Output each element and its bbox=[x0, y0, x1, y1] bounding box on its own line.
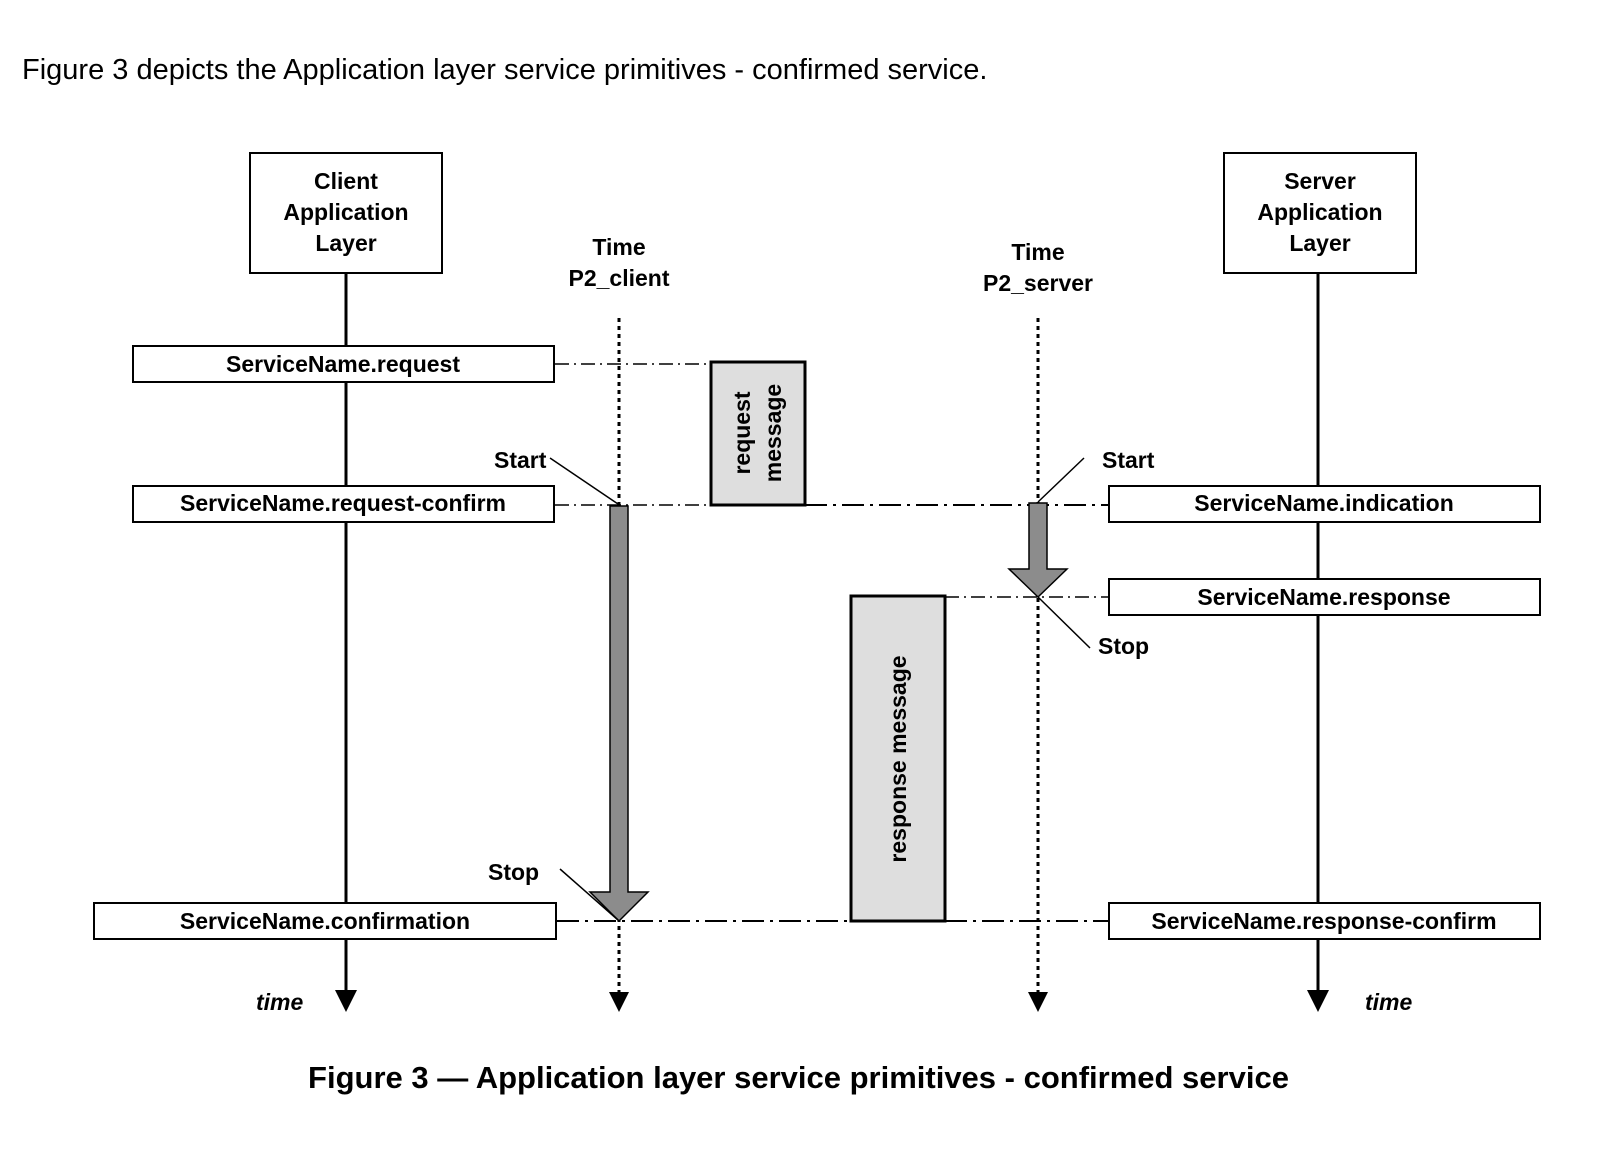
response-message-box: response message bbox=[849, 594, 947, 923]
server-application-layer: Server Application Layer bbox=[1223, 152, 1417, 274]
primitive-request: ServiceName.request bbox=[132, 345, 555, 383]
primitive-request-confirm-label: ServiceName.request-confirm bbox=[180, 490, 506, 516]
p2-server-timeline-arrowhead bbox=[1028, 992, 1048, 1012]
intro-text: Figure 3 depicts the Application layer s… bbox=[22, 54, 988, 86]
server-layer-label-line1: Server bbox=[1284, 168, 1356, 194]
client-stop-label: Stop bbox=[488, 859, 539, 885]
primitive-request-label: ServiceName.request bbox=[226, 351, 460, 377]
primitive-confirmation-label: ServiceName.confirmation bbox=[180, 908, 470, 934]
p2-client-timer-arrow-shape bbox=[588, 505, 650, 923]
client-stop-pointer bbox=[559, 868, 619, 921]
p2-server-time-label: Time bbox=[1011, 239, 1064, 265]
p2-client-name-label: P2_client bbox=[569, 265, 670, 291]
client-lifeline-arrowhead bbox=[335, 990, 357, 1012]
request-message-label-line1: request bbox=[729, 391, 755, 474]
time-label-right: time bbox=[1365, 989, 1413, 1015]
primitive-request-confirm-box bbox=[132, 485, 555, 523]
primitive-indication-label: ServiceName.indication bbox=[1194, 490, 1454, 516]
primitive-indication: ServiceName.indication bbox=[1108, 485, 1541, 523]
response-message-label: response message bbox=[885, 655, 911, 862]
primitive-response-box bbox=[1108, 578, 1541, 616]
server-layer-box bbox=[1223, 152, 1417, 274]
primitive-response-confirm: ServiceName.response-confirm bbox=[1108, 902, 1541, 940]
primitive-request-confirm: ServiceName.request-confirm bbox=[132, 485, 555, 523]
primitive-request-box bbox=[132, 345, 555, 383]
client-layer-label-line3: Layer bbox=[315, 230, 376, 256]
figure-caption: Figure 3 — Application layer service pri… bbox=[308, 1060, 1289, 1095]
primitive-response: ServiceName.response bbox=[1108, 578, 1541, 616]
client-start-pointer bbox=[549, 457, 619, 505]
client-start-label: Start bbox=[494, 447, 547, 473]
p2-server-name-label: P2_server bbox=[983, 270, 1093, 296]
request-message-box: request message bbox=[709, 360, 807, 507]
request-message-rect bbox=[709, 360, 807, 507]
server-layer-label-line3: Layer bbox=[1289, 230, 1350, 256]
p2-client-time-label: Time bbox=[592, 234, 645, 260]
primitive-confirmation-box bbox=[93, 902, 557, 940]
server-layer-label-line2: Application bbox=[1257, 199, 1382, 225]
primitive-indication-box bbox=[1108, 485, 1541, 523]
primitive-response-confirm-box bbox=[1108, 902, 1541, 940]
p2-client-timer-arrow bbox=[588, 505, 650, 923]
client-layer-label-line1: Client bbox=[314, 168, 378, 194]
server-stop-label: Stop bbox=[1098, 633, 1149, 659]
p2-server-timer-arrow-shape bbox=[1007, 502, 1069, 599]
response-message-rect bbox=[849, 594, 947, 923]
primitive-response-label: ServiceName.response bbox=[1197, 584, 1450, 610]
primitive-confirmation: ServiceName.confirmation bbox=[93, 902, 557, 940]
client-application-layer: Client Application Layer bbox=[249, 152, 443, 274]
client-layer-box bbox=[249, 152, 443, 274]
server-lifeline-arrowhead bbox=[1307, 990, 1329, 1012]
primitive-response-confirm-label: ServiceName.response-confirm bbox=[1151, 908, 1496, 934]
server-start-label: Start bbox=[1102, 447, 1155, 473]
p2-server-timer-arrow bbox=[1007, 502, 1069, 599]
p2-client-timeline-arrowhead bbox=[609, 992, 629, 1012]
server-stop-pointer bbox=[1037, 596, 1091, 649]
client-layer-label-line2: Application bbox=[283, 199, 408, 225]
server-start-pointer bbox=[1037, 457, 1085, 503]
request-message-label-line2: message bbox=[760, 384, 786, 482]
time-label-left: time bbox=[256, 989, 304, 1015]
